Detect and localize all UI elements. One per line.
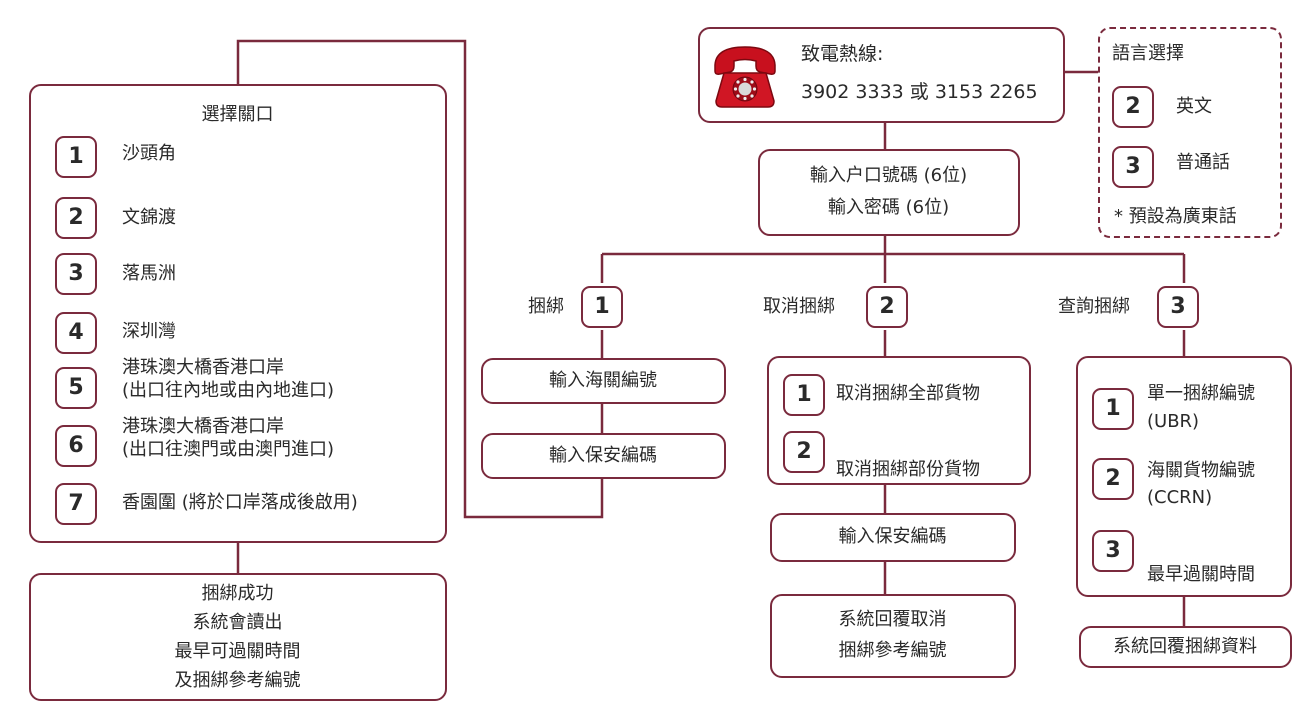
hotline-title: 致電熱線:: [801, 43, 884, 65]
option-english: 英文: [1176, 96, 1212, 117]
ports-title: 選擇關口: [201, 104, 274, 125]
cancel-reply-box: 系統回覆取消 捆綁參考編號: [770, 594, 1016, 678]
branch-number-query: 3: [1157, 286, 1199, 328]
branch-label-query: 查詢捆綁: [1058, 296, 1130, 317]
telephone-icon: [714, 46, 776, 108]
query-option-number: 1: [1092, 388, 1134, 430]
port-label: 落馬洲: [122, 263, 176, 284]
query-reply-box: 系統回覆捆綁資料: [1079, 626, 1292, 668]
port-label: 深圳灣: [122, 321, 176, 342]
option-number: 3: [1112, 146, 1154, 188]
cancel-reply-line: 系統回覆取消: [838, 609, 947, 630]
bind-success-box: 捆綁成功 系統會讀出 最早可過關時間 及捆綁參考編號: [29, 573, 447, 701]
hotline-numbers: 3902 3333 或 3153 2265: [801, 81, 1038, 103]
language-title: 語言選擇: [1112, 43, 1184, 64]
success-line: 及捆綁參考編號: [174, 670, 301, 691]
branch-label-bind: 捆綁: [528, 296, 564, 317]
query-ubr-sublabel: (UBR): [1147, 411, 1200, 432]
port-label: 港珠澳大橋香港口岸: [122, 357, 284, 378]
query-reply-label: 系統回覆捆綁資料: [1113, 636, 1257, 657]
port-number: 3: [55, 253, 97, 295]
language-default-note: * 預設為廣東話: [1114, 206, 1237, 227]
step-label: 輸入保安編碼: [838, 526, 947, 547]
query-ccrn-label: 海關貨物編號: [1147, 460, 1255, 481]
query-ccrn-sublabel: (CCRN): [1147, 487, 1213, 508]
query-earliest-time-label: 最早過關時間: [1147, 564, 1255, 585]
port-label: 香園圍 (將於口岸落成後啟用): [122, 492, 358, 513]
port-label: 文錦渡: [122, 207, 176, 228]
branch-label-cancel: 取消捆綁: [763, 296, 835, 317]
option-mandarin: 普通話: [1176, 152, 1230, 173]
port-number: 6: [55, 425, 97, 467]
query-options-box: 1 單一捆綁編號 (UBR) 2 海關貨物編號 (CCRN) 3 最早過關時間: [1076, 356, 1292, 597]
cancel-security-code: 輸入保安編碼: [770, 513, 1016, 562]
success-line: 最早可過關時間: [174, 641, 301, 662]
port-number: 1: [55, 136, 97, 178]
ports-box: 選擇關口 1 沙頭角 2 文錦渡 3 落馬洲 4 深圳灣 5 港珠澳大橋香港口岸…: [29, 84, 447, 543]
cancel-reply-line: 捆綁參考編號: [838, 640, 947, 661]
cancel-option-number: 1: [783, 374, 825, 416]
query-ubr-label: 單一捆綁編號: [1147, 383, 1255, 404]
login-account: 輸入户口號碼 (6位): [809, 165, 968, 186]
port-number: 2: [55, 197, 97, 239]
port-number: 5: [55, 367, 97, 409]
port-number: 7: [55, 483, 97, 525]
login-box: 輸入户口號碼 (6位) 輸入密碼 (6位): [758, 149, 1020, 236]
login-password: 輸入密碼 (6位): [827, 197, 950, 218]
success-line: 系統會讀出: [192, 612, 283, 633]
branch-number-cancel: 2: [866, 286, 908, 328]
hotline-box: 致電熱線: 3902 3333 或 3153 2265: [698, 27, 1065, 123]
success-line: 捆綁成功: [201, 583, 274, 604]
step-label: 輸入海關編號: [549, 370, 657, 391]
query-option-number: 2: [1092, 458, 1134, 500]
port-number: 4: [55, 312, 97, 354]
enter-customs-number: 輸入海關編號: [481, 358, 726, 404]
port-label: 港珠澳大橋香港口岸: [122, 416, 284, 437]
cancel-partial-label: 取消捆綁部份貨物: [836, 459, 980, 480]
cancel-option-number: 2: [783, 431, 825, 473]
step-label: 輸入保安編碼: [549, 445, 657, 466]
query-option-number: 3: [1092, 530, 1134, 572]
port-sublabel: (出口往內地或由內地進口): [122, 380, 335, 401]
cancel-options-box: 1 取消捆綁全部貨物 2 取消捆綁部份貨物: [767, 356, 1031, 485]
cancel-all-label: 取消捆綁全部貨物: [836, 383, 980, 404]
port-label: 沙頭角: [122, 143, 176, 164]
port-sublabel: (出口往澳門或由澳門進口): [122, 439, 335, 460]
enter-security-code: 輸入保安編碼: [481, 433, 726, 479]
option-number: 2: [1112, 86, 1154, 128]
branch-number-bind: 1: [581, 286, 623, 328]
language-box: 語言選擇 2 英文 3 普通話 * 預設為廣東話: [1098, 27, 1282, 238]
